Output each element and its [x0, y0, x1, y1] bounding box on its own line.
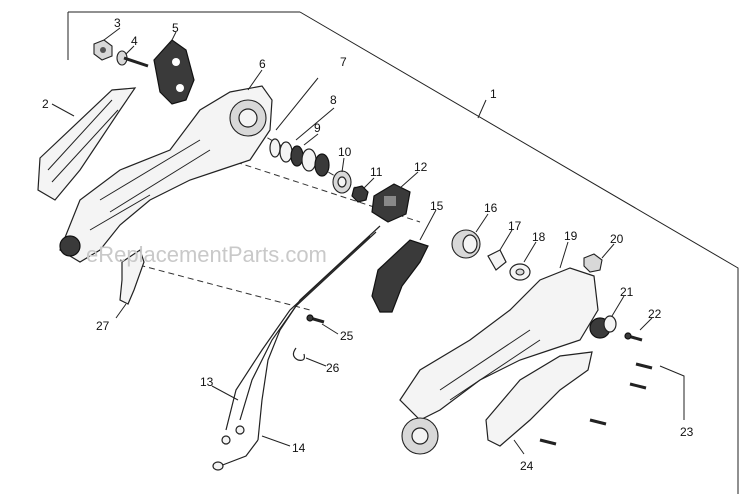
part-27-latch — [119, 249, 145, 305]
assembly-frame — [299, 11, 739, 494]
callout-23: 23 — [680, 425, 694, 439]
callout-2: 2 — [42, 97, 49, 111]
part-4-bolt — [116, 50, 149, 68]
callout-13: 13 — [200, 375, 214, 389]
callout-8: 8 — [330, 93, 337, 107]
callout-1: 1 — [490, 87, 497, 101]
callout-14: 14 — [292, 441, 306, 455]
callout-11: 11 — [370, 165, 383, 179]
callout-10: 10 — [338, 145, 352, 159]
callout-16: 16 — [484, 201, 498, 215]
part-26-clip — [292, 347, 305, 361]
part-14-wire — [212, 439, 259, 471]
part-24-lower-shroud — [485, 351, 593, 447]
part-19-handle-half — [399, 267, 599, 455]
part-16-knob — [451, 229, 481, 259]
part-11-nut — [351, 185, 369, 203]
part-22-screw — [624, 332, 643, 342]
part-7-washer-set — [269, 138, 330, 177]
callout-18: 18 — [532, 230, 546, 244]
part-17-clip — [487, 249, 507, 271]
part-18-washer — [509, 263, 531, 281]
callout-12: 12 — [414, 160, 428, 174]
callout-17: 17 — [508, 219, 522, 233]
callout-19: 19 — [564, 229, 578, 243]
alignment-line-2 — [119, 259, 311, 311]
part-20-nut — [583, 253, 603, 273]
part-10-bushing — [332, 170, 352, 194]
part-25-screw — [306, 314, 325, 324]
part-23-screws — [539, 362, 653, 446]
callout-22: 22 — [648, 307, 662, 321]
part-12-switch — [371, 183, 411, 223]
part-5-bracket — [153, 39, 195, 105]
callout-6: 6 — [259, 57, 266, 71]
bracket-7 — [275, 77, 319, 131]
callout-5: 5 — [172, 21, 179, 35]
callout-21: 21 — [620, 285, 634, 299]
callout-26: 26 — [326, 361, 340, 375]
part-21-cap — [589, 315, 617, 339]
part-6-handle-housing — [59, 85, 273, 263]
callout-9: 9 — [314, 121, 321, 135]
callout-3: 3 — [114, 16, 121, 30]
callout-4: 4 — [131, 34, 138, 48]
bracket-23 — [659, 365, 685, 420]
bracket-8 — [295, 107, 335, 141]
callout-25: 25 — [340, 329, 354, 343]
part-15-trigger — [371, 239, 429, 313]
part-2-shroud — [37, 87, 137, 201]
part-13-wire-harness — [221, 225, 381, 445]
callout-27: 27 — [96, 319, 110, 333]
part-3-nut — [93, 39, 113, 61]
callout-15: 15 — [430, 199, 444, 213]
bracket-9 — [303, 133, 319, 146]
watermark: eReplacementParts.com — [86, 242, 327, 267]
callout-24: 24 — [520, 459, 534, 473]
callout-20: 20 — [610, 232, 624, 246]
leader-lines — [51, 27, 653, 455]
callout-7: 7 — [340, 55, 347, 69]
